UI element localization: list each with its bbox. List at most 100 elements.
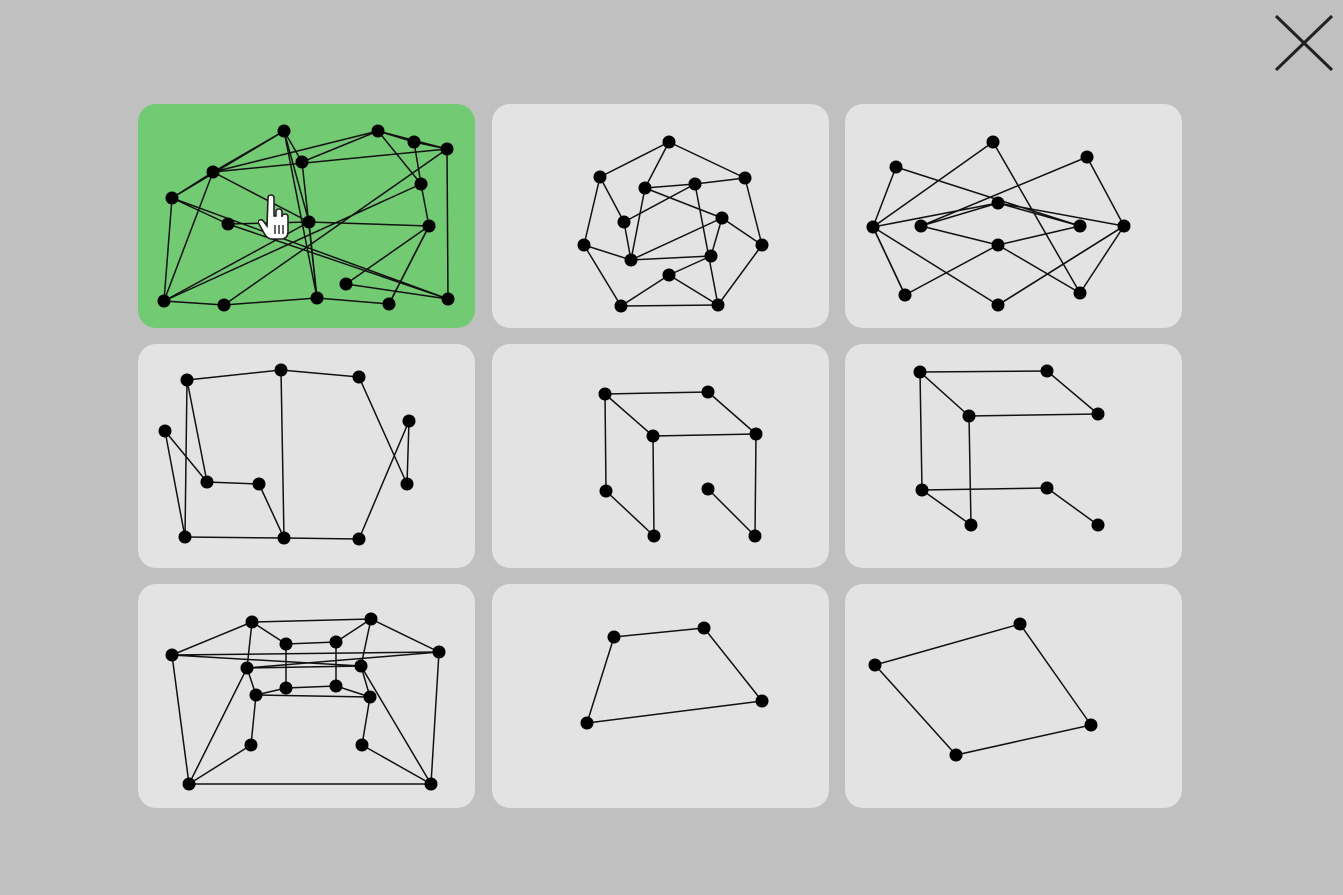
graph-edge [919,371,923,491]
graph-edge [358,420,410,540]
graph-edge [586,636,615,724]
graph-edge [694,183,719,306]
graph-node [646,429,660,443]
graph-node [1117,219,1131,233]
graph-edge [250,694,257,746]
graph-edge [420,183,430,227]
graph-node [964,518,978,532]
graph-node [245,615,259,629]
graph-node [701,385,715,399]
level-card-3[interactable] [845,104,1182,328]
graph-edge [171,651,440,656]
graph-edge [703,627,763,702]
graph-edge [285,685,337,689]
level-card-7[interactable] [138,584,475,808]
graph-edge [283,130,318,299]
graph-edge [872,141,994,228]
level-card-5[interactable] [492,344,829,568]
graph-node [371,124,385,138]
graph-edge [920,202,999,227]
graph-node [914,219,928,233]
graph-node [755,694,769,708]
graph-node [711,298,725,312]
level-card-2[interactable] [492,104,829,328]
graph-node [180,373,194,387]
graph-node [352,532,366,546]
graph-preview [866,135,1131,312]
graph-node [617,215,631,229]
graph-node [440,142,454,156]
graph-edge [997,202,1125,227]
graph-node [240,661,254,675]
graph-edge [258,483,285,539]
graph-preview [158,363,416,546]
graph-edge [874,623,1021,666]
graph-edge [280,369,285,539]
graph-edge [992,141,1081,294]
graph-edge [997,225,1125,306]
graph-edge [388,225,430,305]
graph-node [329,679,343,693]
graph-edge [586,700,763,724]
graph-node [688,177,702,191]
graph-edge [652,435,655,537]
level-card-9[interactable] [845,584,1182,808]
graph-node [249,688,263,702]
graph-edge [921,487,1048,491]
graph-edge [919,370,1048,373]
graph-edge [361,744,432,785]
level-card-4[interactable] [138,344,475,568]
graph-edge [604,393,607,492]
graph-edge [710,217,723,257]
graph-node [441,292,455,306]
graph-edge [171,197,229,225]
graph-preview [165,612,446,791]
graph-edge [721,217,763,246]
graph-node [1080,150,1094,164]
graph-node [158,424,172,438]
close-button[interactable] [1270,12,1336,78]
graph-edge [360,665,432,785]
graph-node [310,291,324,305]
graph-edge [717,244,763,306]
graph-edge [694,177,746,185]
graph-node [898,288,912,302]
graph-edge [872,226,999,306]
graph-edge [184,379,188,538]
graph-edge [920,225,999,246]
graph-preview [868,617,1098,762]
level-card-1[interactable] [138,104,475,328]
graph-node [986,135,1000,149]
graph-edge [613,627,705,638]
graph-edge [604,391,709,395]
graph-node [697,621,711,635]
graph-edge [223,297,318,306]
graph-edge [599,176,625,223]
graph-edge [361,696,371,746]
graph-node [662,135,676,149]
graph-node [1073,286,1087,300]
level-card-8[interactable] [492,584,829,808]
graph-edge [1046,370,1099,415]
graph-edge [620,304,719,307]
graph-edge [872,166,897,228]
graph-node [1040,364,1054,378]
graph-edge [874,664,957,756]
graph-edge [251,618,372,623]
graph-edge [997,202,1081,227]
graph-node [593,170,607,184]
graph-edge [446,148,449,300]
graph-node [339,277,353,291]
graph-edge [212,130,379,173]
graph-edge [251,621,287,645]
graph-edge [644,141,670,189]
graph-edge [377,130,422,185]
graph-edge [599,141,670,178]
graph-node [991,298,1005,312]
level-card-6[interactable] [845,344,1182,568]
graph-node [277,124,291,138]
graph-edge [754,433,757,537]
graph-node [178,530,192,544]
graph-edge [246,665,362,669]
graph-node [352,370,366,384]
